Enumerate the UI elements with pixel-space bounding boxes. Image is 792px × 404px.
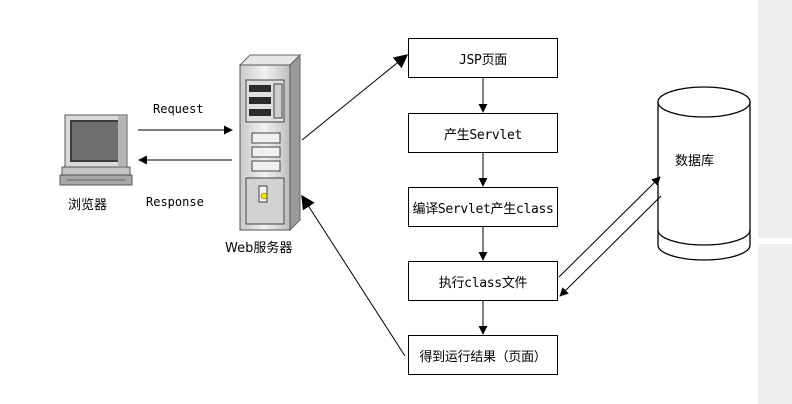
- page-edge-strip: [758, 0, 792, 238]
- step-jsp-page: JSP页面: [408, 38, 558, 78]
- execute-to-database-arrow: [558, 176, 661, 278]
- step-label: JSP页面: [459, 52, 507, 68]
- step-execute-class: 执行class文件: [408, 261, 558, 301]
- database-icon: [657, 86, 751, 261]
- browser-label: 浏览器: [68, 198, 108, 213]
- server-label: Web服务器: [225, 241, 293, 256]
- page-edge-strip: [758, 244, 792, 404]
- step-label: 产生Servlet: [443, 127, 523, 143]
- server-to-jsp-arrow: [301, 54, 409, 141]
- request-label: Request: [153, 102, 204, 116]
- step-label: 得到运行结果（页面）: [419, 349, 547, 365]
- server-icon: [238, 53, 302, 232]
- database-label: 数据库: [675, 154, 715, 169]
- computer-icon: [59, 114, 133, 186]
- step-generate-servlet: 产生Servlet: [408, 113, 558, 153]
- step-compile-servlet: 编译Servlet产生class: [408, 187, 558, 227]
- step-get-result: 得到运行结果（页面）: [408, 335, 558, 375]
- result-to-server-arrow: [301, 194, 406, 357]
- step-label: 执行class文件: [438, 275, 528, 291]
- response-label: Response: [146, 195, 204, 209]
- database-to-execute-arrow: [559, 195, 662, 297]
- step-label: 编译Servlet产生class: [412, 201, 554, 217]
